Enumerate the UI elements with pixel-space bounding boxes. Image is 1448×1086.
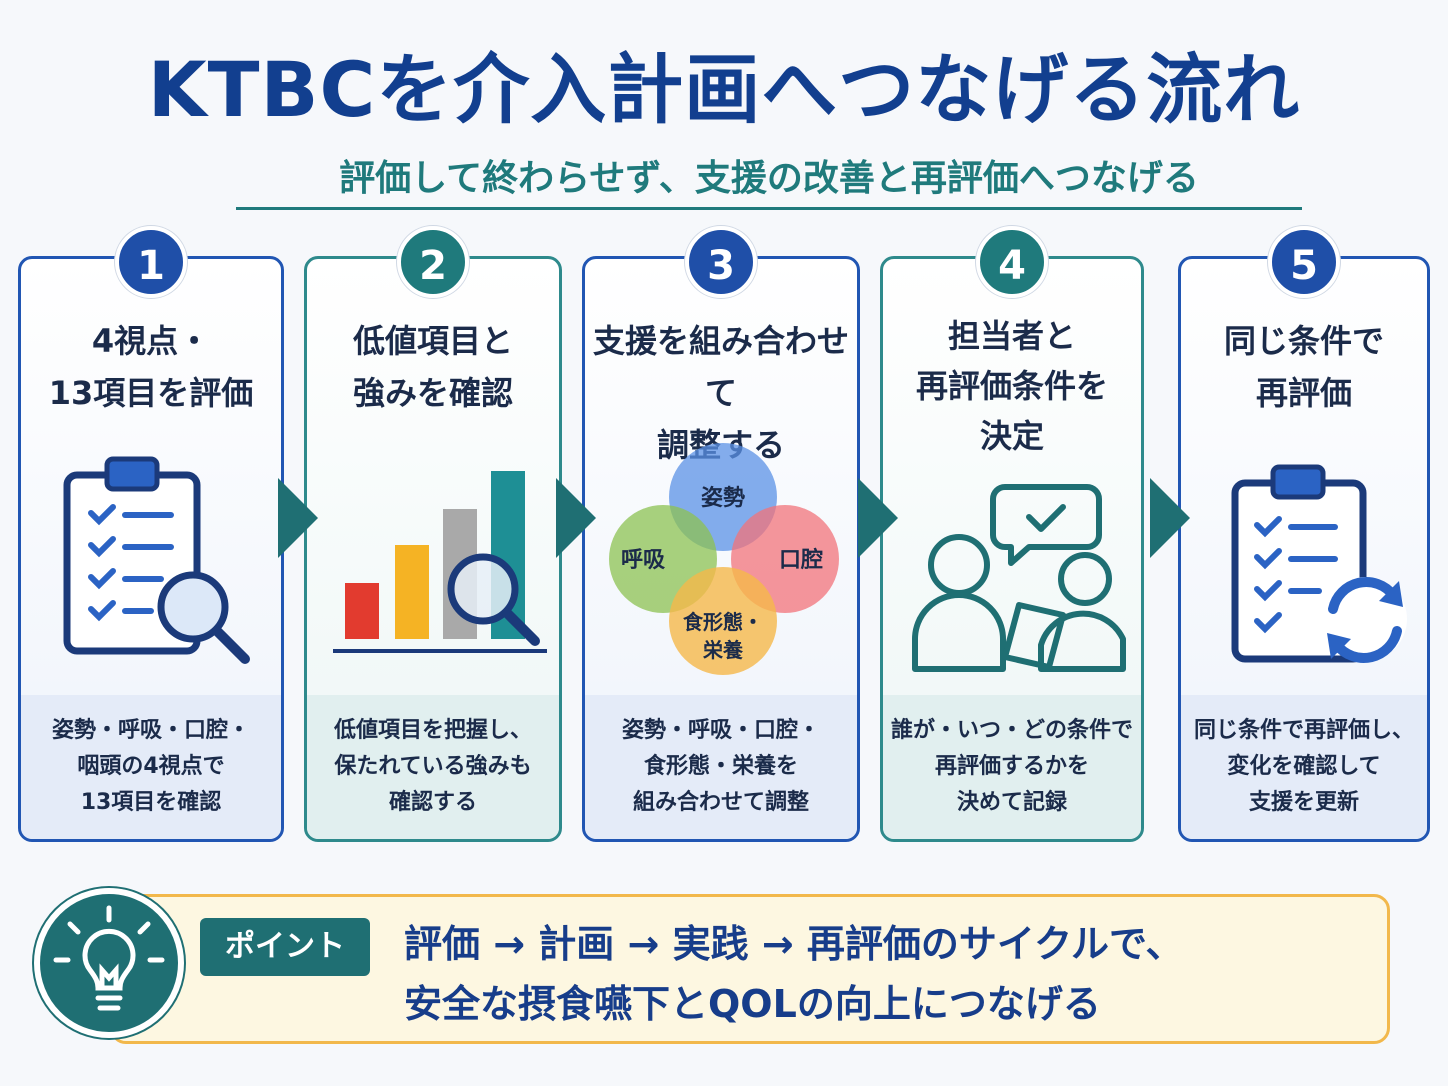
step-heading: 4視点・ 13項目を評価 xyxy=(48,322,254,412)
step-heading: 低値項目と 強みを確認 xyxy=(352,322,513,412)
step-heading: 同じ条件で 再評価 xyxy=(1223,322,1384,412)
venn-label-food-form: 食形態・ xyxy=(683,610,763,634)
step-card-5: 同じ条件で 再評価 同じ条件で再評価し、 変化を確認して 支援を更新 xyxy=(1178,256,1430,842)
step-description: 誰が・いつ・どの条件で 再評価するかを 決めて記録 xyxy=(883,695,1141,839)
step-description: 姿勢・呼吸・口腔・ 咽頭の4視点で 13項目を確認 xyxy=(21,695,281,839)
step-number-2: 2 xyxy=(397,226,469,298)
step-heading: 担当者と 再評価条件を 決定 xyxy=(915,317,1108,455)
step-description: 低値項目を把握し、 保たれている強みも 確認する xyxy=(307,695,559,839)
bar-chart-search-icon xyxy=(333,471,547,653)
step-description: 姿勢・呼吸・口腔・ 食形態・栄養を 組み合わせて調整 xyxy=(585,695,857,839)
point-badge: ポイント xyxy=(200,918,370,976)
flow-arrow-icon xyxy=(1150,478,1190,558)
clipboard-search-icon xyxy=(63,456,250,664)
flow-arrow-icon xyxy=(556,478,596,558)
step-number-5: 5 xyxy=(1268,226,1340,298)
step-card-4: 担当者と 再評価条件を 決定 誰が・いつ・どの条件で 再評価するかを 決めて記録 xyxy=(880,256,1144,842)
flow-arrow-icon xyxy=(858,478,898,558)
venn-label-nutrition: 栄養 xyxy=(702,638,744,662)
step-description: 同じ条件で再評価し、 変化を確認して 支援を更新 xyxy=(1181,695,1427,839)
clipboard-refresh-icon xyxy=(1231,464,1407,663)
step-number-1: 1 xyxy=(115,226,187,298)
people-discussion-icon xyxy=(912,484,1126,672)
point-message: 評価 → 計画 → 実践 → 再評価のサイクルで、 安全な摂食嚥下とQOLの向上… xyxy=(404,922,1184,1026)
step-card-1: 4視点・ 13項目を評価 姿勢・呼吸・口腔・ 咽頭の4視点で 13項目を確認 xyxy=(18,256,284,842)
page-title: KTBCを介入計画へつなげる流れ xyxy=(147,45,1301,134)
venn-label-posture: 姿勢 xyxy=(701,485,745,511)
step-card-3: 支援を組み合わせて 調整する 姿勢 呼吸 口腔 食形態・ 栄養 姿勢・呼吸・口腔… xyxy=(582,256,860,842)
support-venn-diagram: 姿勢 呼吸 口腔 食形態・ 栄養 xyxy=(609,443,839,675)
venn-label-breathing: 呼吸 xyxy=(621,548,666,573)
step-card-2: 低値項目と 強みを確認 低値項目を把握し、 保たれている強みも 確認する xyxy=(304,256,562,842)
step-number-3: 3 xyxy=(685,226,757,298)
flow-arrow-icon xyxy=(278,478,318,558)
page-subtitle: 評価して終わらせず、支援の改善と再評価へつなげる xyxy=(236,152,1302,210)
lightbulb-icon xyxy=(34,888,184,1038)
step-number-4: 4 xyxy=(976,226,1048,298)
venn-label-oral: 口腔 xyxy=(779,547,823,573)
